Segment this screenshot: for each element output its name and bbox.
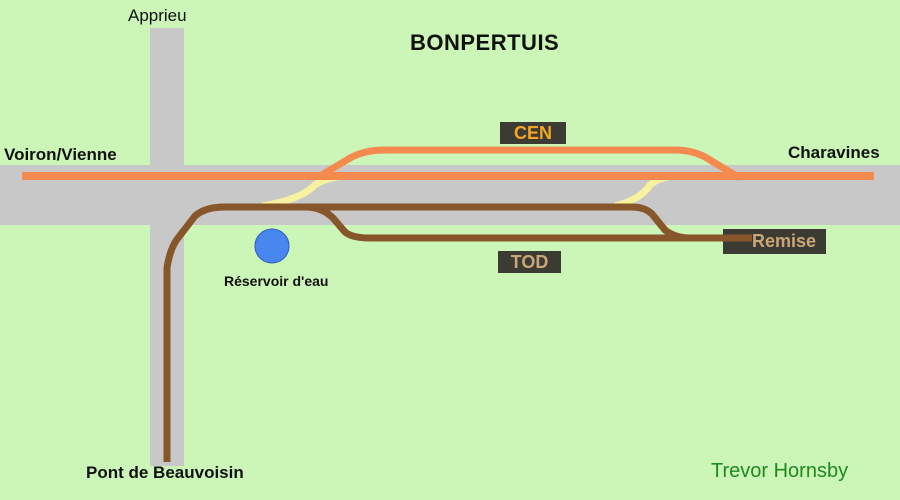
place-label-apprieu: Apprieu <box>128 6 187 25</box>
cen-line-tag: CEN <box>500 122 566 144</box>
tod-main-line <box>163 203 725 462</box>
reservoir-marker <box>254 228 290 264</box>
tod-loop-line <box>304 203 700 242</box>
map-title: BONPERTUIS <box>410 30 560 55</box>
remise-label: Remise <box>752 231 817 251</box>
cen-passing-loop <box>318 146 742 182</box>
place-label-pont-de-beauvoisin: Pont de Beauvoisin <box>86 463 244 482</box>
credit-text: Trevor Hornsby <box>711 460 849 482</box>
tod-line-tag: TOD <box>498 251 561 273</box>
place-label-charavines: Charavines <box>788 143 880 162</box>
reservoir-label: Réservoir d'eau <box>224 273 329 289</box>
place-label-voiron-vienne: Voiron/Vienne <box>4 145 117 164</box>
